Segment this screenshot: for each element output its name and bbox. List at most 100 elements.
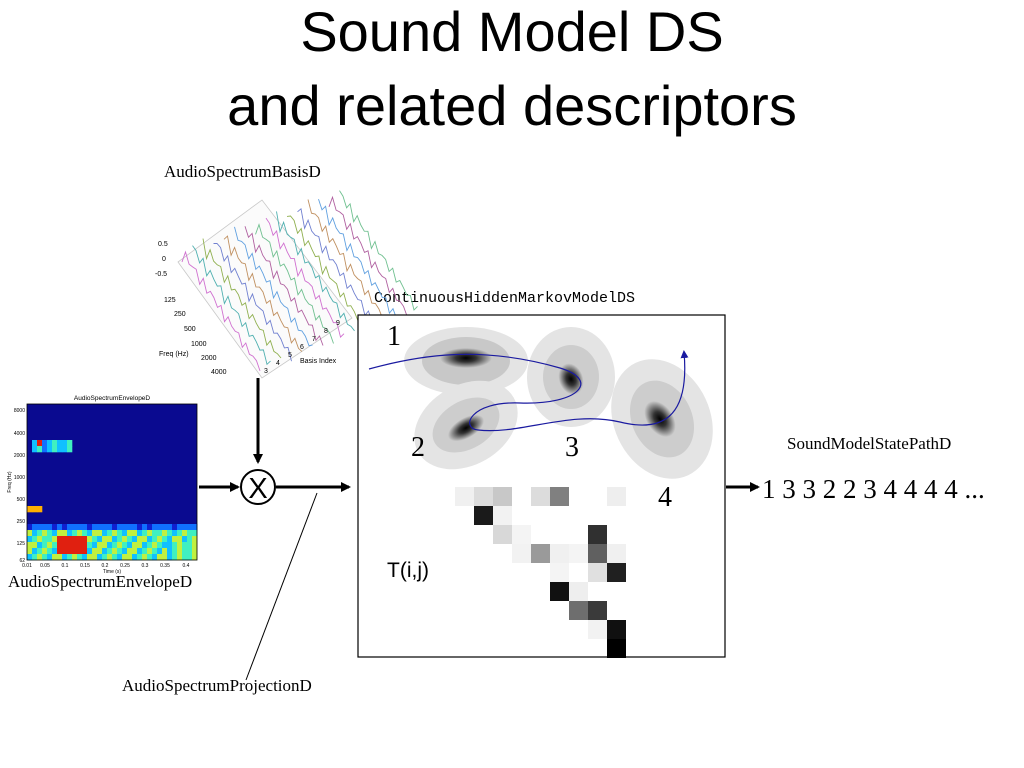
spectrogram-cell <box>142 542 148 549</box>
spectrogram-cell <box>37 440 43 447</box>
basis-z-tick: 0.5 <box>158 241 168 248</box>
transition-matrix-cell <box>493 506 512 525</box>
hmm-state-2 <box>414 380 518 470</box>
spectrogram-cell <box>147 548 153 555</box>
basis-wave <box>328 195 408 317</box>
spectrogram-cell <box>52 440 58 447</box>
transition-matrix-cell <box>550 563 569 582</box>
basis-index-tick: 4 <box>276 360 280 367</box>
spectrogram-x-tick: 0.3 <box>142 563 149 569</box>
spectrogram-cell <box>67 446 73 453</box>
spectrogram-cell <box>37 548 43 555</box>
spectrogram-title: AudioSpectrumEnvelopeD <box>74 395 151 402</box>
basis-wave <box>192 245 271 366</box>
transition-matrix-cell <box>550 544 569 563</box>
spectrogram-cell <box>112 536 118 543</box>
spectrogram-cell <box>167 524 173 531</box>
spectrogram-cell <box>152 524 158 531</box>
spectrogram-cell <box>132 548 138 555</box>
spectrogram-cell <box>117 524 123 531</box>
spectrogram-cell <box>137 554 143 561</box>
basis-wave <box>276 211 355 332</box>
spectrogram-cell <box>117 536 123 543</box>
transition-matrix-cell <box>512 525 531 544</box>
spectrogram-cell <box>42 446 48 453</box>
spectrogram-frame <box>26 403 198 561</box>
spectrogram-cell <box>157 530 163 537</box>
spectrogram-cell <box>87 524 93 531</box>
spectrogram-cell <box>172 530 178 537</box>
spectrogram-cell <box>67 548 73 555</box>
basis-index-axis-label: Basis Index <box>300 358 337 365</box>
spectrogram-cell <box>102 554 108 561</box>
spectrogram-cell <box>52 446 58 453</box>
transition-matrix-cell <box>493 487 512 506</box>
spectrogram-cell <box>187 542 193 549</box>
spectrogram-cell <box>97 524 103 531</box>
spectrogram-cell <box>92 554 98 561</box>
spectrogram-cell <box>107 530 113 537</box>
basis-wave <box>255 223 334 344</box>
spectrogram-cell <box>27 506 33 513</box>
spectrogram-y-tick: 8000 <box>14 408 25 414</box>
spectrogram-cell <box>62 542 68 549</box>
spectrogram-cell <box>107 542 113 549</box>
multiply-operator-symbol: X <box>248 473 267 505</box>
spectrogram-cell <box>32 530 38 537</box>
basis-floor <box>177 199 353 379</box>
spectrogram-cell <box>87 542 93 549</box>
spectrogram-cell <box>72 554 78 561</box>
spectrogram-cell <box>82 542 88 549</box>
spectrogram-cell <box>97 542 103 549</box>
spectrogram-cell <box>162 554 168 561</box>
spectrogram-cell <box>72 536 78 543</box>
spectrogram-y-tick: 250 <box>17 519 26 525</box>
spectrogram-cell <box>162 530 168 537</box>
spectrogram-cell <box>27 524 33 531</box>
spectrogram-cell <box>57 548 63 555</box>
hmm-trajectory <box>368 350 689 432</box>
spectrogram-cell <box>117 548 123 555</box>
transition-matrix-cell <box>455 487 474 506</box>
basis-freq-tick: 1000 <box>191 341 207 348</box>
spectrogram-cell <box>192 524 198 531</box>
spectrogram-cell <box>137 530 143 537</box>
spectrogram-cell <box>172 554 178 561</box>
spectrogram-x-tick: 0.25 <box>120 563 130 569</box>
spectrogram-cell <box>157 554 163 561</box>
basis-wave <box>286 215 366 335</box>
spectrogram-cell <box>142 530 148 537</box>
spectrogram-cell <box>162 542 168 549</box>
spectrogram-cell <box>92 536 98 543</box>
spectrogram-cells <box>27 440 198 561</box>
spectrogram-cell <box>62 440 68 447</box>
spectrogram-cell <box>152 536 158 543</box>
spectrogram-cell <box>127 548 133 555</box>
spectrogram-cell <box>32 542 38 549</box>
spectrogram-cell <box>142 554 148 561</box>
spectrogram-cell <box>72 530 78 537</box>
spectrogram-cell <box>132 542 138 549</box>
spectrogram-cell <box>77 542 83 549</box>
spectrogram-cell <box>47 542 53 549</box>
spectrogram-cell <box>72 548 78 555</box>
spectrogram-cell <box>172 536 178 543</box>
basis-freq-tick: 250 <box>174 311 186 318</box>
spectrogram-cell <box>112 542 118 549</box>
basis-index-tick: 5 <box>288 352 292 359</box>
spectrogram-cell <box>32 506 38 513</box>
spectrogram-cell <box>37 524 43 531</box>
spectrogram-cell <box>87 548 93 555</box>
spectrogram-cell <box>112 524 118 531</box>
spectrogram-cell <box>57 530 63 537</box>
spectrogram-cell <box>37 446 43 453</box>
transition-matrix-cell <box>588 620 607 639</box>
spectrogram-cell <box>37 530 43 537</box>
spectrogram-cell <box>142 524 148 531</box>
transition-matrix-cell <box>474 487 493 506</box>
transition-matrix-cell <box>588 563 607 582</box>
spectrogram-y-tick: 2000 <box>14 453 25 459</box>
spectrogram-cell <box>57 524 63 531</box>
spectrogram-cell <box>172 524 178 531</box>
spectrogram-cell <box>77 536 83 543</box>
